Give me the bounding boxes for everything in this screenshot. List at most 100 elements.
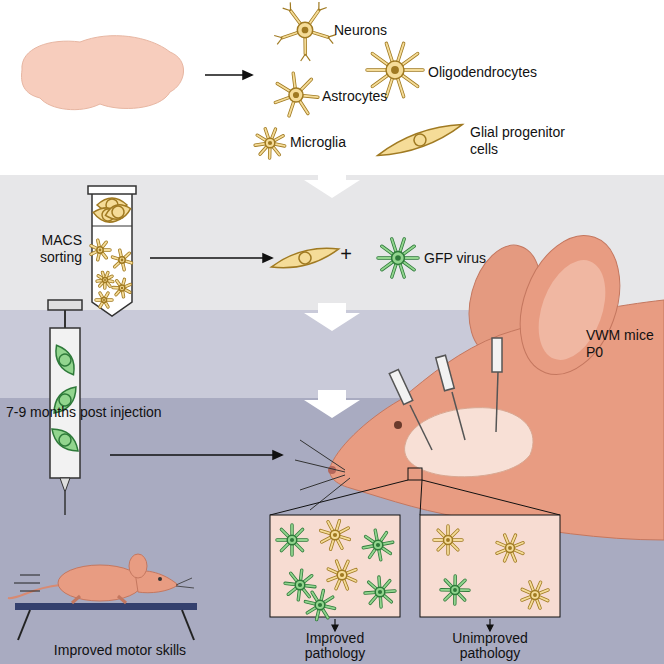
- cell-label: Microglia: [290, 134, 380, 151]
- cell-part: [373, 540, 383, 550]
- cell-part: [268, 141, 272, 145]
- cell: [277, 525, 307, 555]
- cell-part: [375, 587, 385, 597]
- cell-part: [506, 544, 515, 553]
- step-arrow: [304, 303, 360, 331]
- cell-part: [290, 2, 292, 10]
- cell-part: [293, 92, 299, 98]
- cell: [365, 577, 395, 607]
- pathology-box: [270, 515, 400, 617]
- progenitor-cell: [375, 118, 464, 162]
- cell-part: [297, 22, 312, 37]
- progenitor-cell: [47, 424, 82, 457]
- age-label: P0: [586, 344, 662, 361]
- cell: [328, 561, 356, 589]
- cell-label: Astrocytes: [322, 88, 422, 105]
- cell-part: [533, 593, 537, 597]
- cell-part: [104, 279, 106, 281]
- cell-part: [298, 251, 313, 266]
- time-label: 7-9 months post injection: [6, 404, 236, 421]
- cell-part: [265, 138, 275, 148]
- cell-part: [121, 259, 124, 262]
- vwm-mouse: [270, 222, 664, 540]
- cell-part: [330, 530, 340, 540]
- cell: [434, 526, 462, 554]
- cell: [363, 530, 392, 559]
- step-arrow: [304, 170, 360, 198]
- cell-part: [375, 118, 464, 162]
- step-label: MACS sorting: [18, 232, 82, 266]
- progenitor-cell: [104, 202, 133, 222]
- result-label: Improved pathology: [285, 631, 385, 661]
- cell-part: [318, 2, 319, 10]
- progenitor-cell: [269, 242, 340, 274]
- cell: [96, 293, 112, 307]
- cell-part: [47, 424, 82, 457]
- cell: [91, 240, 110, 259]
- cell-part: [531, 591, 540, 600]
- band: [0, 0, 664, 175]
- mouse-label: VWM mice: [586, 327, 662, 344]
- pathology-box: [420, 515, 560, 617]
- cell-part: [287, 535, 297, 545]
- step-arrow: [304, 390, 360, 418]
- cell-part: [337, 570, 347, 580]
- cell-part: [119, 285, 125, 291]
- cell-part: [340, 573, 344, 577]
- cell-label: Neurons: [334, 22, 424, 39]
- cell-part: [376, 543, 380, 547]
- cell-part: [305, 54, 310, 61]
- cell-part: [328, 37, 333, 44]
- cell-part: [451, 586, 460, 595]
- cell-part: [444, 536, 453, 545]
- cell-part: [283, 8, 291, 11]
- cell-part: [104, 202, 133, 222]
- cell-part: [269, 242, 340, 274]
- cell-part: [50, 342, 79, 378]
- cell-part: [412, 132, 427, 147]
- cell-part: [289, 88, 303, 102]
- arrow: [110, 71, 282, 459]
- cell-part: [333, 533, 337, 537]
- cell-part: [392, 252, 405, 265]
- plus-sign: +: [336, 246, 356, 263]
- cell-part: [301, 54, 306, 61]
- cell-part: [274, 35, 282, 37]
- cell-part: [102, 277, 107, 282]
- cell-part: [57, 432, 74, 449]
- cell-part: [319, 7, 327, 10]
- cell: [321, 521, 350, 550]
- brain: [22, 36, 184, 110]
- cell-part: [121, 287, 124, 290]
- cell-part: [508, 546, 512, 550]
- cell: [113, 279, 130, 297]
- cell-part: [446, 538, 450, 542]
- cell: [274, 2, 336, 61]
- cell-part: [295, 580, 305, 590]
- cell: [441, 576, 469, 604]
- result-label: Unimproved pathology: [430, 631, 550, 661]
- cell: [97, 272, 113, 288]
- cell-part: [111, 205, 126, 220]
- cell-part: [318, 603, 322, 607]
- cell-part: [57, 352, 73, 368]
- cell-part: [277, 38, 282, 45]
- cell: [522, 582, 548, 608]
- result-label: Improved motor skills: [20, 642, 220, 659]
- virus-label: GFP virus: [424, 250, 524, 267]
- cell-part: [290, 538, 294, 542]
- beam-mouse: [8, 554, 197, 640]
- cell-part: [302, 27, 309, 34]
- cell-part: [97, 247, 103, 253]
- progenitor-cell: [50, 342, 79, 378]
- cell-label: Glial progenitor cells: [470, 124, 580, 158]
- cell: [285, 570, 315, 600]
- cell: [255, 129, 285, 158]
- cell-part: [101, 297, 106, 302]
- cell-part: [395, 255, 401, 261]
- cell: [112, 250, 131, 270]
- cell-part: [453, 588, 457, 592]
- cell-part: [99, 249, 102, 252]
- arrow: [332, 619, 493, 631]
- cell-part: [378, 590, 382, 594]
